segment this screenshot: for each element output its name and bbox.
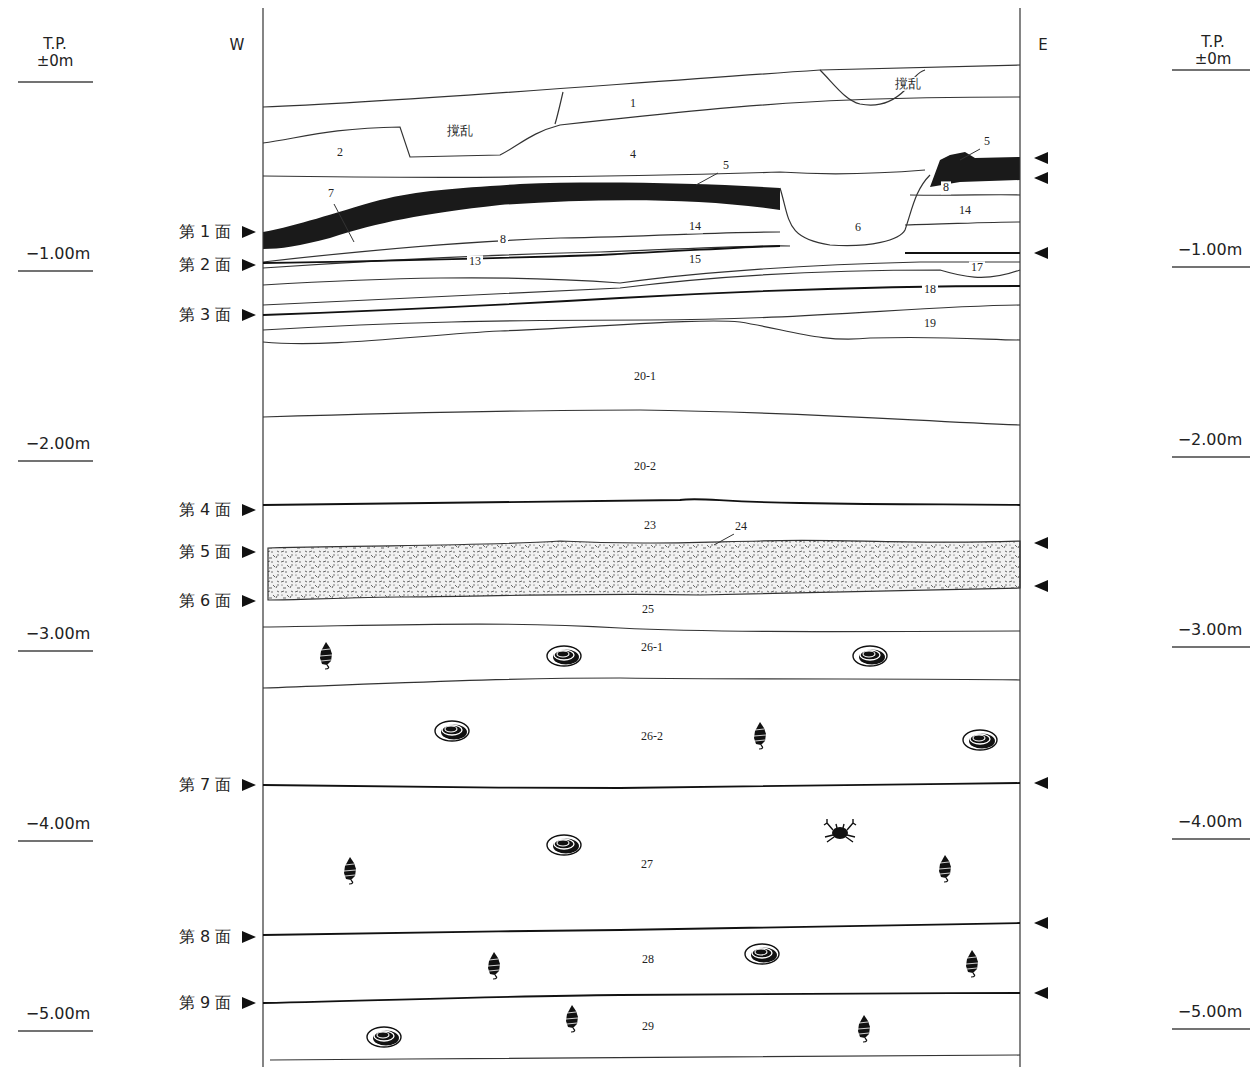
layer-number: 15 <box>687 253 703 266</box>
surface-label: 第 5 面 <box>179 543 231 561</box>
surface-label: 第 7 面 <box>179 776 231 794</box>
datum-label: T.P. ±0m <box>33 36 77 69</box>
layer-number: 撹乱 <box>445 124 475 138</box>
layer-number: 25 <box>640 603 656 616</box>
surface-label: 第 4 面 <box>179 501 231 519</box>
layer-number: 14 <box>957 204 973 217</box>
layer-number: 5 <box>982 135 992 148</box>
layer-number: 5 <box>721 159 731 172</box>
layer-number: 26-1 <box>639 641 665 654</box>
layer-number: 13 <box>467 255 483 268</box>
depth-label: −2.00m <box>26 435 91 453</box>
layer-number: 4 <box>628 148 638 161</box>
direction-label: E <box>1038 37 1047 54</box>
depth-label: −1.00m <box>1178 241 1243 259</box>
depth-label: −5.00m <box>1178 1003 1243 1021</box>
layer-number: 2 <box>335 146 345 159</box>
datum-label: T.P. ±0m <box>1191 34 1235 67</box>
depth-label: −4.00m <box>1178 813 1243 831</box>
surface-label: 第 1 面 <box>179 223 231 241</box>
layer-number: 27 <box>639 858 655 871</box>
layer-number: 29 <box>640 1020 656 1033</box>
layer-number: 14 <box>687 220 703 233</box>
surface-label: 第 8 面 <box>179 928 231 946</box>
layer-number: 8 <box>498 233 508 246</box>
layer-number: 17 <box>969 261 985 274</box>
layer-number: 20-2 <box>632 460 658 473</box>
layer-number: 18 <box>922 283 938 296</box>
surface-label: 第 2 面 <box>179 256 231 274</box>
depth-label: −2.00m <box>1178 431 1243 449</box>
depth-label: −1.00m <box>26 245 91 263</box>
depth-label: −3.00m <box>26 625 91 643</box>
layer-number: 1 <box>628 97 638 110</box>
layer-number: 撹乱 <box>893 77 923 91</box>
depth-label: −5.00m <box>26 1005 91 1023</box>
surface-label: 第 6 面 <box>179 592 231 610</box>
layer-number: 20-1 <box>632 370 658 383</box>
layer-number: 8 <box>941 181 951 194</box>
depth-label: −3.00m <box>1178 621 1243 639</box>
depth-label: −4.00m <box>26 815 91 833</box>
layer-number: 7 <box>326 187 336 200</box>
layer-number: 24 <box>733 520 749 533</box>
layer-number: 23 <box>642 519 658 532</box>
layer-number: 26-2 <box>639 730 665 743</box>
layer-number: 28 <box>640 953 656 966</box>
surface-label: 第 3 面 <box>179 306 231 324</box>
direction-label: W <box>230 37 245 54</box>
layer-number: 6 <box>853 221 863 234</box>
surface-label: 第 9 面 <box>179 994 231 1012</box>
layer-number: 19 <box>922 317 938 330</box>
